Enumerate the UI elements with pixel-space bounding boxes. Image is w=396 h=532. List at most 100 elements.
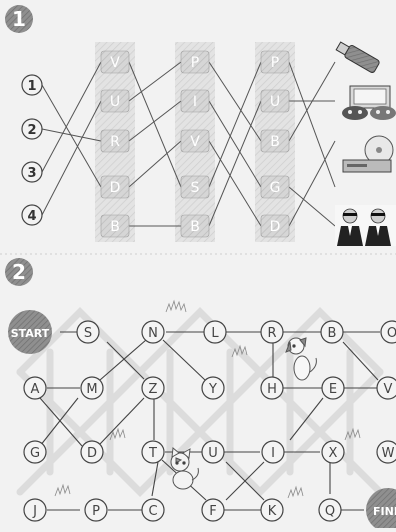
puzzle-1-badge: 1 [5,5,33,33]
maze-node-label: X [329,446,338,461]
men-in-black-agents-icon [335,205,396,246]
maze-node[interactable]: P [85,499,107,521]
maze-node[interactable]: E [322,377,344,399]
maze-node-label: S [84,326,92,341]
start-label: START [11,327,50,340]
letter-box: U [101,90,129,112]
letter-box-label: G [270,180,281,196]
maze-node-label: P [92,504,100,519]
maze-node-label: O [387,326,396,341]
letter-box: D [261,215,289,237]
puzzle-1-start-circles: 1 2 3 4 [22,75,42,225]
maze-node-label: C [148,504,157,519]
maze-node[interactable]: V [377,377,396,399]
letter-box-label: R [110,134,120,150]
finish-node[interactable]: FINI [366,488,396,528]
letter-box: I [181,90,209,112]
puzzle-2-badge: 2 [5,258,33,286]
maze-node[interactable]: L [204,321,226,343]
maze-node-label: T [148,446,157,461]
game-consoles-icon [342,86,396,120]
maze-node[interactable]: K [261,499,283,521]
maze-node-label: U [208,446,218,461]
maze-node-label: Z [149,382,158,397]
maze-node[interactable]: G [24,441,46,463]
letter-box: P [181,51,209,73]
maze-node-label: Y [208,382,217,397]
maze-node[interactable]: U [202,441,224,463]
maze-node[interactable]: Q [319,499,341,521]
puzzle-2: 2 [5,258,396,528]
letter-box: S [181,176,209,198]
maze-node[interactable]: X [322,441,344,463]
start-circle-2[interactable]: 2 [22,119,42,139]
maze-node[interactable]: O [381,321,396,343]
maze-node[interactable]: Y [202,377,224,399]
maze-node-label: L [211,326,219,341]
maze-node-label: Q [325,504,335,519]
dvd-player-icon [343,136,393,172]
maze-node[interactable]: A [24,377,46,399]
letter-box-label: V [110,55,120,71]
letter-box-label: P [271,55,279,71]
maze-node-label: F [209,504,216,519]
letter-box: B [101,215,129,237]
maze-node[interactable]: F [202,499,224,521]
letter-box: P [261,51,289,73]
start-circle-4[interactable]: 4 [22,205,42,225]
puzzle-1-number: 1 [12,7,26,31]
maze-node[interactable]: T [142,441,164,463]
maze-node-label: W [382,446,395,461]
maze-node-label: V [384,382,393,397]
letter-box-label: P [191,55,199,71]
cat-icon [171,448,198,489]
maze-node[interactable]: J [24,499,46,521]
letter-box: U [261,90,289,112]
letter-box-label: B [110,219,120,235]
letter-box: V [181,130,209,152]
letter-box: B [181,215,209,237]
maze-node[interactable]: S [77,321,99,343]
maze-node-label: E [329,382,337,397]
maze-node[interactable]: N [142,321,164,343]
maze-node-label: A [31,382,40,397]
start-circle-label: 1 [27,79,36,94]
letter-box-label: D [110,180,121,196]
maze-node-label: R [267,326,276,341]
maze-node-label: M [86,382,97,397]
start-circle-label: 2 [27,123,36,138]
maze-node[interactable]: D [81,441,103,463]
start-circle-3[interactable]: 3 [22,162,42,182]
usb-stick-icon [336,42,380,74]
maze-node[interactable]: B [321,321,343,343]
maze-node[interactable]: C [142,499,164,521]
letter-box: D [101,176,129,198]
maze-node-label: H [267,382,277,397]
letter-box: R [101,130,129,152]
letter-box-label: I [193,94,197,110]
letter-box-label: B [270,134,280,150]
maze-node[interactable]: M [81,377,103,399]
start-node[interactable]: START [8,310,52,354]
maze-node-label: K [268,504,277,519]
letter-box-label: V [190,134,200,150]
letter-box-label: U [110,94,120,110]
letter-box: B [261,130,289,152]
letter-box-label: D [270,219,281,235]
finish-label: FINI [373,505,396,518]
maze-node[interactable]: H [261,377,283,399]
letter-box-label: U [270,94,280,110]
puzzle-1: 1 [5,5,396,246]
letter-box-label: S [191,180,200,196]
maze-node-label: G [30,446,40,461]
maze-node-label: D [87,446,97,461]
maze-node[interactable]: R [261,321,283,343]
maze-node[interactable]: Z [142,377,164,399]
maze-node[interactable]: I [262,441,284,463]
start-circle-1[interactable]: 1 [22,75,42,95]
start-circle-label: 3 [27,166,36,181]
maze-node[interactable]: W [377,441,396,463]
puzzle-2-number: 2 [12,260,26,284]
